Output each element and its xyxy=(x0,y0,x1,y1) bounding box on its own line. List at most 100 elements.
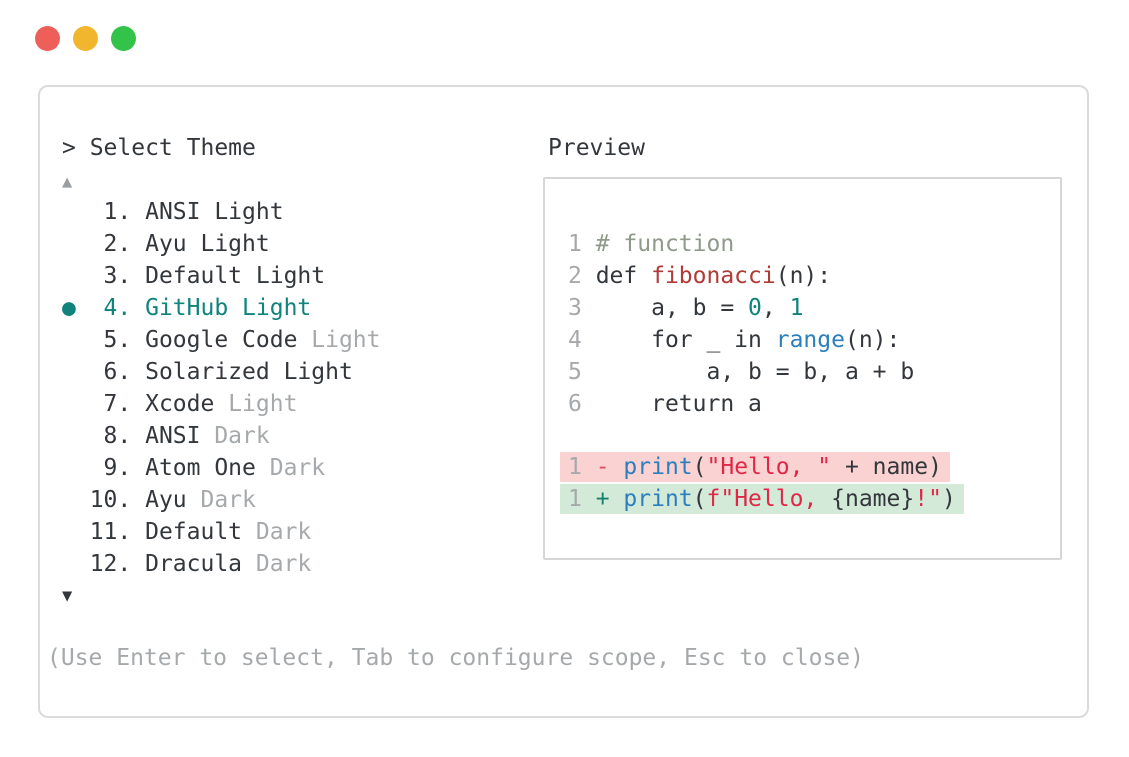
theme-name: Ayu Light xyxy=(145,231,270,257)
code-token: return a xyxy=(595,391,762,417)
code-token: (n): xyxy=(775,263,832,289)
theme-name-variant: Dark xyxy=(200,423,270,449)
diff-removed-line: 1 - print("Hello, " + name) xyxy=(545,452,1060,484)
line-number: 1 xyxy=(568,486,596,512)
code-token: ( xyxy=(692,486,707,512)
selected-bullet-icon xyxy=(62,551,90,577)
theme-number: 9. xyxy=(89,455,146,481)
code-token: - xyxy=(595,454,624,480)
theme-list-item[interactable]: 6. Solarized Light xyxy=(62,356,381,388)
line-number: 1 xyxy=(568,231,596,257)
theme-number: 3. xyxy=(89,263,146,289)
select-theme-prompt: > Select Theme xyxy=(62,135,256,161)
window-zoom-button[interactable] xyxy=(111,26,136,51)
theme-list-item[interactable]: 2. Ayu Light xyxy=(62,228,381,260)
code-token: fibonacci xyxy=(651,263,776,289)
theme-list-item[interactable]: 8. ANSI Dark xyxy=(62,420,381,452)
theme-name: ANSI xyxy=(145,423,201,449)
theme-list-item[interactable]: 3. Default Light xyxy=(62,260,381,292)
theme-list-item[interactable]: 10. Ayu Dark xyxy=(62,484,381,516)
code-token: a, b = b, a + b xyxy=(595,359,915,385)
theme-name: Solarized Light xyxy=(145,359,353,385)
code-token: 1 xyxy=(789,295,804,321)
theme-name: GitHub Light xyxy=(145,295,312,321)
selected-bullet-icon: ● xyxy=(62,295,90,321)
code-token: range xyxy=(775,327,845,353)
code-token: # function xyxy=(595,231,735,257)
theme-picker-window: > Select Theme ▲ 1. ANSI Light 2. Ayu Li… xyxy=(38,85,1089,718)
theme-number: 7. xyxy=(89,391,146,417)
line-number: 4 xyxy=(568,327,596,353)
code-token: (n): xyxy=(844,327,901,353)
theme-number: 11. xyxy=(89,519,146,545)
theme-list-item[interactable]: 1. ANSI Light xyxy=(62,196,381,228)
theme-name-variant: Dark xyxy=(186,487,256,513)
code-token: def xyxy=(595,263,652,289)
theme-name: Default Light xyxy=(145,263,326,289)
code-line: 2 def fibonacci(n): xyxy=(545,260,1060,292)
theme-list-item[interactable]: 7. Xcode Light xyxy=(62,388,381,420)
code-token: + xyxy=(595,486,624,512)
code-line: 6 return a xyxy=(545,388,1060,420)
code-token: + name) xyxy=(831,454,942,480)
theme-list-item[interactable]: 12. Dracula Dark xyxy=(62,548,381,580)
code-token: print xyxy=(623,486,693,512)
theme-name: Default xyxy=(145,519,243,545)
code-token: 0 xyxy=(748,295,762,321)
theme-number: 2. xyxy=(89,231,146,257)
theme-list: 1. ANSI Light 2. Ayu Light 3. Default Li… xyxy=(62,196,381,580)
theme-number: 5. xyxy=(89,327,146,353)
theme-name: Ayu xyxy=(145,487,187,513)
theme-number: 6. xyxy=(89,359,146,385)
theme-name-variant: Dark xyxy=(242,551,312,577)
theme-list-item[interactable]: ● 4. GitHub Light xyxy=(62,292,381,324)
theme-name-variant: Dark xyxy=(255,455,326,481)
code-line: 3 a, b = 0, 1 xyxy=(545,292,1060,324)
code-token: {name} xyxy=(831,486,915,512)
blank-line xyxy=(545,420,1060,452)
line-number: 1 xyxy=(568,454,596,480)
code-token: f"Hello, xyxy=(706,486,832,512)
selected-bullet-icon xyxy=(62,519,90,545)
selected-bullet-icon xyxy=(62,423,90,449)
line-number: 5 xyxy=(568,359,596,385)
code-line: 1 # function xyxy=(545,228,1060,260)
selected-bullet-icon xyxy=(62,487,90,513)
theme-number: 10. xyxy=(89,487,146,513)
code-token: !" xyxy=(914,486,942,512)
theme-name: Google Code xyxy=(145,327,298,353)
selected-bullet-icon xyxy=(62,199,90,225)
selected-bullet-icon xyxy=(62,391,90,417)
theme-list-item[interactable]: 5. Google Code Light xyxy=(62,324,381,356)
window-close-button[interactable] xyxy=(35,26,60,51)
window-minimize-button[interactable] xyxy=(73,26,98,51)
theme-number: 4. xyxy=(89,295,146,321)
line-number: 2 xyxy=(568,263,596,289)
theme-name: Dracula xyxy=(145,551,243,577)
diff-highlight: 1 - print("Hello, " + name) xyxy=(560,452,950,482)
selected-bullet-icon xyxy=(62,455,90,481)
code-token: "Hello, " xyxy=(706,454,832,480)
theme-name-variant: Light xyxy=(214,391,298,417)
line-number: 3 xyxy=(568,295,596,321)
preview-title: Preview xyxy=(548,135,645,161)
code-token: print xyxy=(623,454,693,480)
code-token: ( xyxy=(692,454,707,480)
keyboard-hints: (Use Enter to select, Tab to configure s… xyxy=(47,645,864,671)
theme-name-variant: Light xyxy=(297,327,381,353)
scroll-up-icon[interactable]: ▲ xyxy=(62,172,73,192)
scroll-down-icon[interactable]: ▼ xyxy=(62,586,73,606)
theme-number: 8. xyxy=(89,423,146,449)
code-line: 4 for _ in range(n): xyxy=(545,324,1060,356)
theme-list-item[interactable]: 9. Atom One Dark xyxy=(62,452,381,484)
theme-name: ANSI Light xyxy=(145,199,284,225)
code-token: a, b = xyxy=(595,295,749,321)
selected-bullet-icon xyxy=(62,359,90,385)
theme-number: 12. xyxy=(89,551,146,577)
selected-bullet-icon xyxy=(62,231,90,257)
theme-list-item[interactable]: 11. Default Dark xyxy=(62,516,381,548)
theme-number: 1. xyxy=(89,199,146,225)
code-line: 5 a, b = b, a + b xyxy=(545,356,1060,388)
